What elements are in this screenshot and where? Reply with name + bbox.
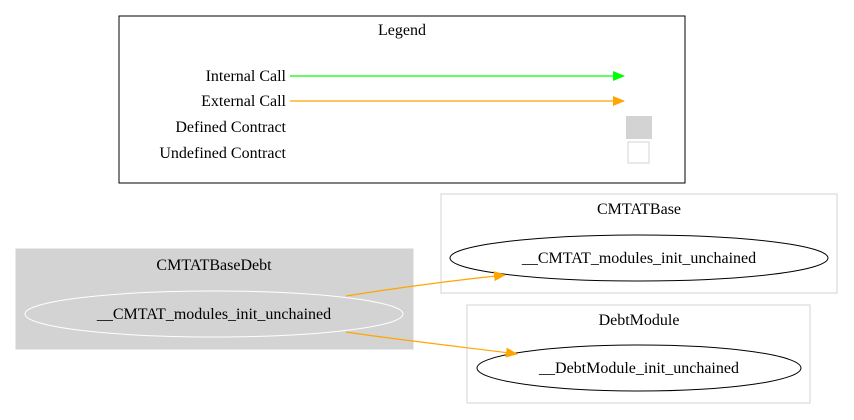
legend-frame [118, 15, 686, 184]
legend-title: Legend [378, 22, 426, 39]
legend-undefined-contract-label: Undefined Contract [159, 145, 286, 162]
node-debt-module-init[interactable] [476, 344, 802, 392]
legend-internal-call-label: Internal Call [206, 68, 287, 85]
cluster-debt-module: DebtModule __DebtModule_init_unchained [466, 304, 811, 404]
node-cmtat-base-modules-init-label: __CMTAT_modules_init_unchained [521, 250, 756, 267]
node-cmtat-base-modules-init[interactable] [449, 234, 829, 282]
legend-undefined-contract-swatch [627, 141, 650, 164]
edge-to-cmtat-base-modules-init [345, 271, 506, 297]
cluster-cmtat-base: CMTATBase __CMTAT_modules_init_unchained [440, 193, 838, 294]
legend-defined-contract-label: Defined Contract [175, 119, 286, 136]
legend-external-call-label: External Call [201, 93, 286, 110]
legend: Legend Internal Call External Call Defin… [118, 15, 686, 184]
cluster-debt-module-label: DebtModule [599, 312, 680, 329]
cluster-cmtat-base-debt: CMTATBaseDebt __CMTAT_modules_init_uncha… [15, 248, 414, 350]
legend-defined-contract-swatch [626, 116, 652, 139]
node-cmtat-base-debt-modules-init-label: __CMTAT_modules_init_unchained [96, 306, 331, 323]
edge-to-debt-module-init [345, 331, 518, 358]
cluster-cmtat-base-debt-label: CMTATBaseDebt [156, 257, 272, 274]
node-debt-module-init-label: __DebtModule_init_unchained [538, 360, 739, 377]
cluster-cmtat-base-label: CMTATBase [597, 201, 681, 218]
node-cmtat-base-debt-modules-init[interactable] [24, 290, 404, 338]
